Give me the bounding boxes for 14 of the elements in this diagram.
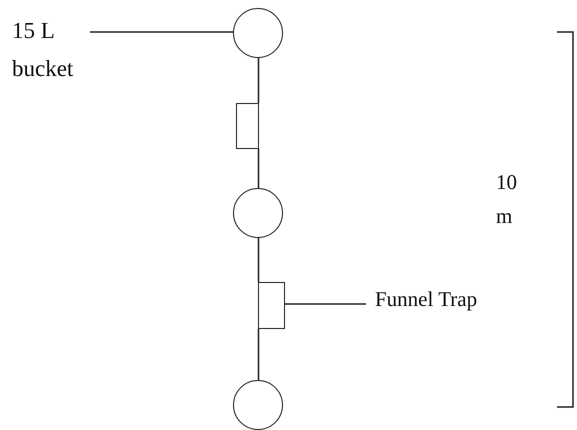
pipe-line xyxy=(258,238,260,282)
pipe-line xyxy=(258,149,260,188)
pipe-line xyxy=(258,329,260,380)
dimension-label: 10 m xyxy=(496,169,518,230)
trap-box xyxy=(236,103,259,149)
bucket-circle xyxy=(233,380,283,430)
bucket-circle xyxy=(233,188,283,238)
trap-box xyxy=(258,282,285,329)
leader-line xyxy=(90,31,233,33)
node-label: Funnel Trap xyxy=(375,286,478,313)
pipe-line xyxy=(258,58,260,103)
bucket-circle xyxy=(233,8,283,58)
node-label: 15 L bucket xyxy=(12,17,74,83)
leader-line xyxy=(285,303,366,305)
